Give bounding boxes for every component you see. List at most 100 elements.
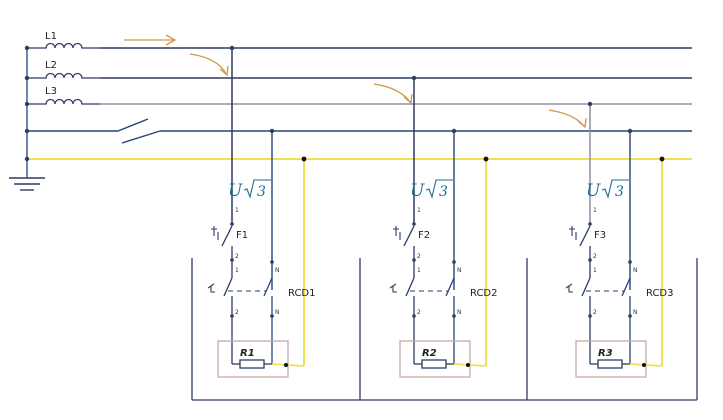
fuse-terminal-1-3: 1 [593, 207, 597, 214]
neutral-junction-3 [627, 128, 633, 134]
resistor-icon-1 [239, 359, 265, 369]
fuse-top-node-1 [230, 222, 234, 226]
supply-busbars [27, 47, 692, 160]
fuse-terminal-2-2: 2 [417, 253, 421, 260]
rcd-terminal-2-2: 2 [417, 309, 421, 316]
voltage-u-1: U [228, 181, 243, 201]
pe-junction-1 [301, 156, 307, 162]
neutral-switch [117, 118, 161, 144]
fuse-terminal-2-1: 2 [235, 253, 239, 260]
fuse-trip-icon-1 [211, 226, 219, 240]
rcd-phase-bottom-node-2 [412, 314, 416, 318]
load-pe-node-2 [466, 363, 470, 367]
rcd-label-3: RCD3 [646, 288, 674, 299]
source-nodes [24, 45, 30, 162]
rcd-terminal-n-2: N [457, 267, 462, 274]
l1-arrow-icon [124, 34, 177, 46]
voltage-u-2: U [410, 181, 425, 201]
voltage-root-2: 3 [439, 184, 448, 200]
resistor-label-2: R2 [422, 348, 437, 359]
neutral-junction-2 [451, 128, 457, 134]
load-enclosure-3 [575, 340, 647, 378]
rcd-label-2: RCD2 [470, 288, 498, 299]
rcd-terminal-n-bottom-2: N [457, 309, 462, 316]
sqrt-sign-icon [425, 179, 453, 199]
rcd-neutral-contact-1 [263, 277, 273, 297]
rcd-neutral-bottom-node-2 [452, 314, 456, 318]
fuse-bottom-node-1 [230, 258, 234, 262]
rcd-phase-contact-2 [405, 277, 415, 297]
rcd-handle-icon-1 [207, 283, 215, 293]
load-enclosure-2 [399, 340, 471, 378]
fuse-bottom-node-2 [412, 258, 416, 262]
fuse-terminal-2-3: 2 [593, 253, 597, 260]
rcd-phase-contact-1 [223, 277, 233, 297]
resistor-label-1: R1 [240, 348, 255, 359]
fuse-label-3: F3 [594, 230, 606, 241]
phase-junction-3 [587, 101, 593, 107]
rcd-neutral-bottom-node-3 [628, 314, 632, 318]
l3-label: L3 [45, 86, 57, 97]
fuse-terminal-1-2: 1 [417, 207, 421, 214]
rcd-handle-icon-2 [389, 283, 397, 293]
rcd-neutral-contact-3 [621, 277, 631, 297]
voltage-u-3: U [586, 181, 601, 201]
voltage-root-1: 3 [257, 184, 266, 200]
rcd-terminal-n-bottom-1: N [275, 309, 280, 316]
sqrt-sign-icon [243, 179, 271, 199]
resistor-icon-2 [421, 359, 447, 369]
enclosures [191, 258, 698, 401]
fuse-contact-1 [221, 225, 233, 247]
resistor-label-3: R3 [598, 348, 613, 359]
rcd-neutral-top-node-1 [270, 260, 274, 264]
rcd-terminal-2-3: 2 [593, 309, 597, 316]
pe-junction-2 [483, 156, 489, 162]
rcd-label-1: RCD1 [288, 288, 316, 299]
rcd-terminal-n-bottom-3: N [633, 309, 638, 316]
rcd-neutral-contact-2 [445, 277, 455, 297]
resistor-icon-3 [597, 359, 623, 369]
l3-winding [27, 98, 100, 105]
rcd-phase-bottom-node-1 [230, 314, 234, 318]
neutral-junction-1 [269, 128, 275, 134]
l1-label: L1 [45, 31, 57, 42]
ground-icon [9, 177, 45, 191]
fuse-top-node-2 [412, 222, 416, 226]
load-pe-node-1 [284, 363, 288, 367]
rcd-terminal-n-3: N [633, 267, 638, 274]
rcd-terminal-1-2: 1 [417, 267, 421, 274]
fuse-top-node-3 [588, 222, 592, 226]
rcd-phase-bottom-node-3 [588, 314, 592, 318]
l2-winding [27, 72, 100, 79]
phase1-arrow-icon [189, 53, 229, 77]
load-enclosure-1 [217, 340, 289, 378]
fuse-contact-2 [403, 225, 415, 247]
l1-winding [27, 42, 100, 49]
rcd-terminal-1-1: 1 [235, 267, 239, 274]
rcd-phase-contact-3 [581, 277, 591, 297]
rcd-neutral-bottom-node-1 [270, 314, 274, 318]
source-windings [26, 42, 100, 178]
load-pe-node-3 [642, 363, 646, 367]
fuse-label-1: F1 [236, 230, 248, 241]
rcd-neutral-top-node-2 [452, 260, 456, 264]
pe-junction-3 [659, 156, 665, 162]
fuse-trip-icon-2 [393, 226, 401, 240]
fuse-terminal-1-1: 1 [235, 207, 239, 214]
phase2-arrow-icon [373, 83, 413, 105]
fuse-bottom-node-3 [588, 258, 592, 262]
l2-label: L2 [45, 60, 57, 71]
fuse-trip-icon-3 [569, 226, 577, 240]
fuse-contact-3 [579, 225, 591, 247]
rcd-neutral-top-node-3 [628, 260, 632, 264]
rcd-handle-icon-3 [565, 283, 573, 293]
fuse-label-2: F2 [418, 230, 430, 241]
phase-junction-1 [229, 45, 235, 51]
